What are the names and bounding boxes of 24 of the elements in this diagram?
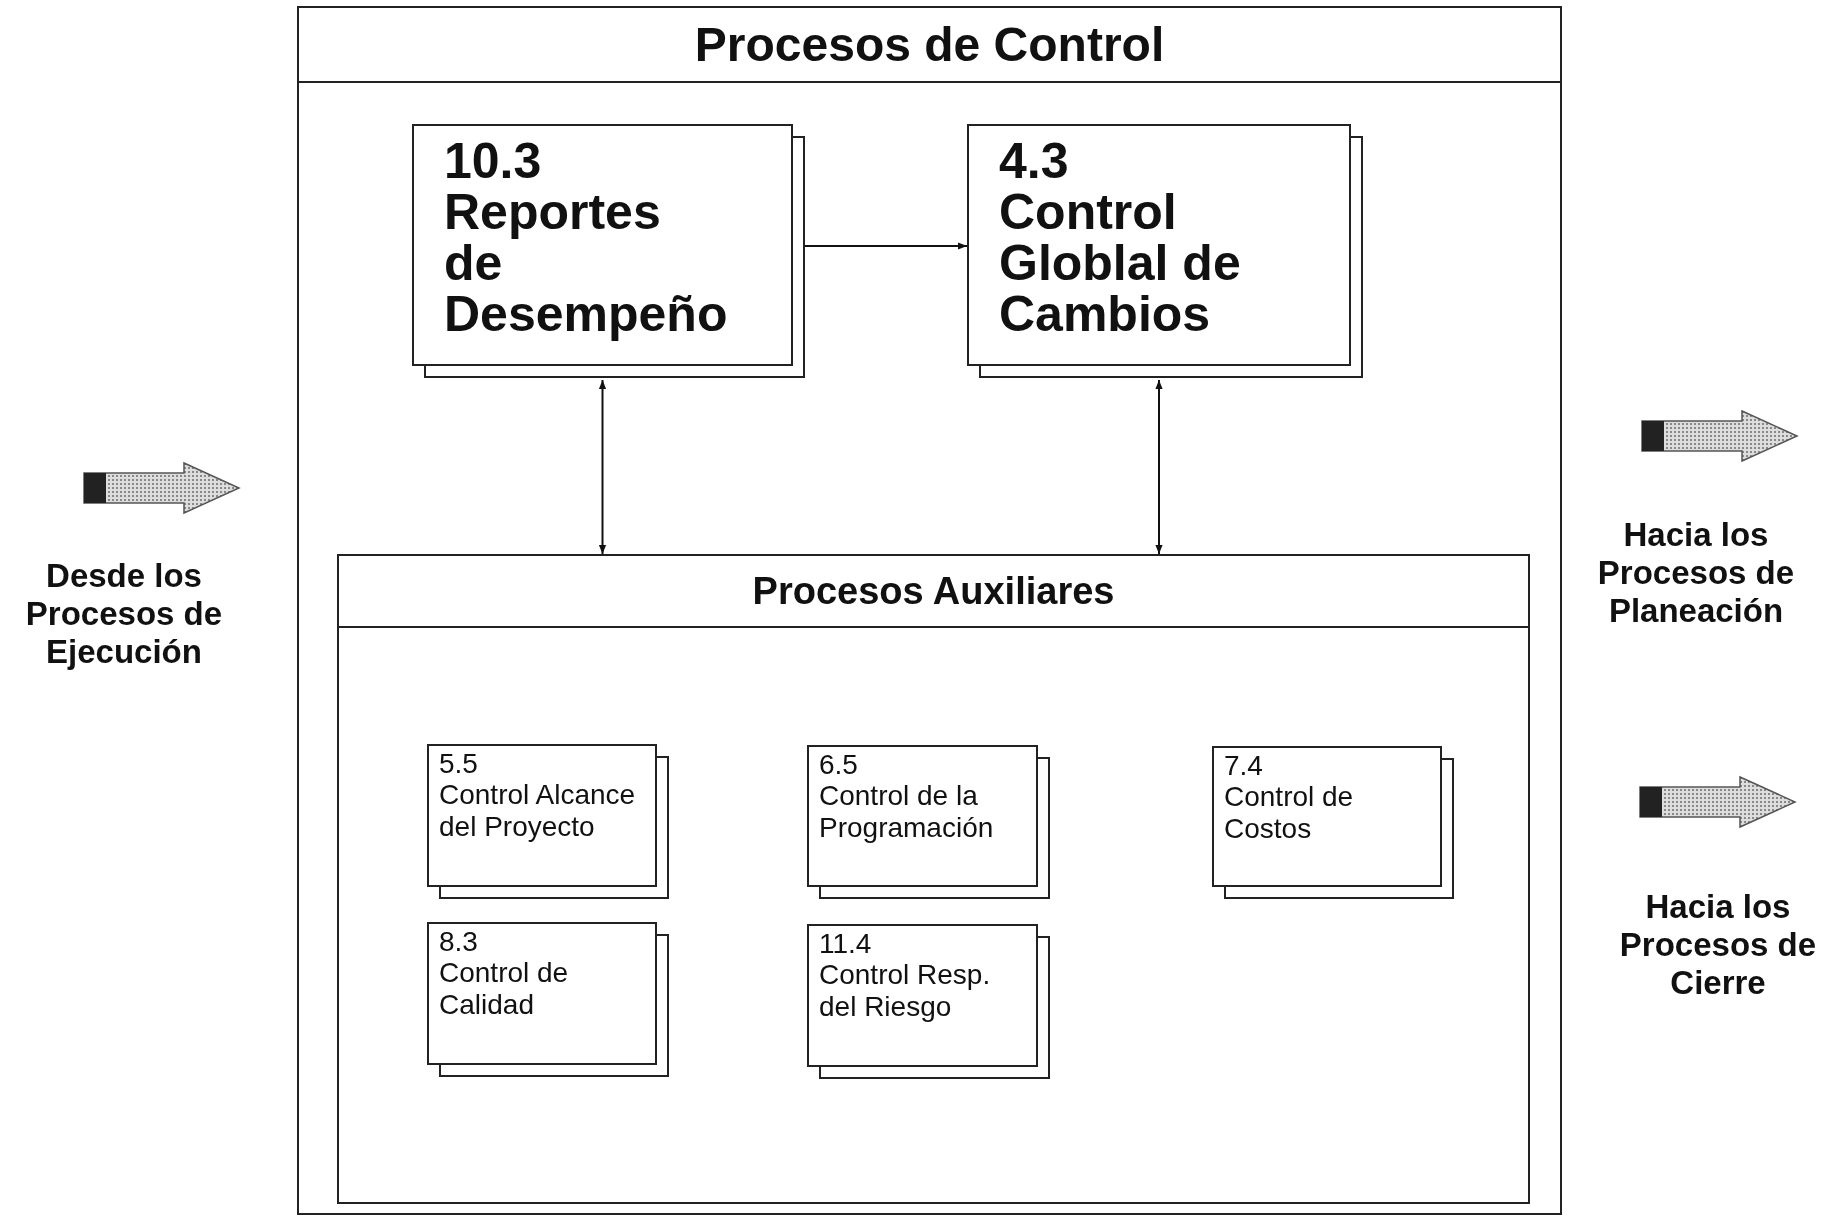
process-number: 7.4: [1224, 750, 1264, 782]
process-name: Control de la Programación: [819, 780, 995, 844]
process-number: 5.5: [439, 748, 479, 780]
process-name: Control de Calidad: [439, 957, 570, 1021]
process-number: 6.5: [819, 749, 859, 781]
process-name: Control de Costos: [1224, 781, 1355, 845]
arrow: [804, 242, 968, 250]
group-panel: [337, 554, 1530, 1204]
process-name: Control Globlal de Cambios: [999, 187, 1242, 340]
process-name: Reportes de Desempeño: [444, 187, 728, 340]
flow-note: Hacia los Procesos de Planeación: [1596, 516, 1796, 630]
process-number: 10.3: [444, 136, 543, 187]
process-name: Control Alcance del Proyecto: [439, 779, 637, 843]
process-number: 11.4: [819, 928, 873, 960]
process-name: Control Resp. del Riesgo: [819, 959, 992, 1023]
arrow: [598, 379, 607, 555]
arrow: [1155, 379, 1163, 555]
group-panel: [297, 6, 1562, 1215]
flow-note: Desde los Procesos de Ejecución: [24, 557, 224, 671]
flow-note: Hacia los Procesos de Cierre: [1618, 888, 1818, 1002]
panel-title: Procesos de Control: [299, 8, 1560, 83]
process-number: 4.3: [999, 136, 1070, 187]
process-number: 8.3: [439, 926, 479, 958]
panel-title: Procesos Auxiliares: [339, 556, 1528, 628]
